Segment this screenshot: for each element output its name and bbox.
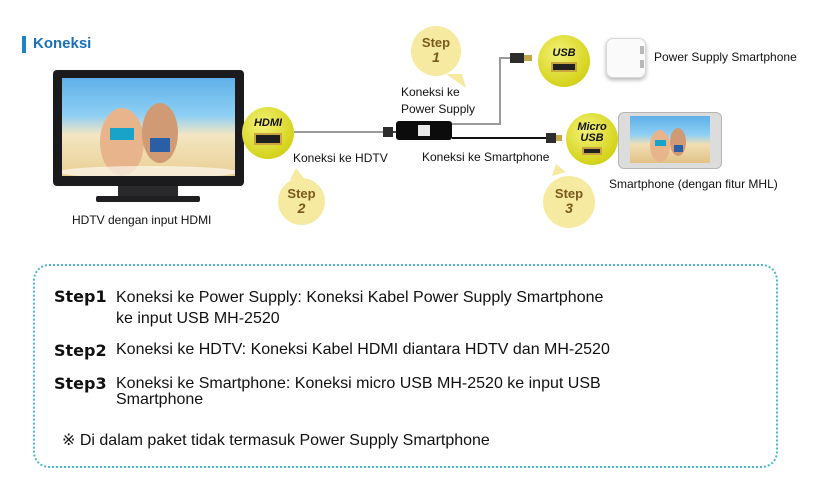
step1-instruction-line1: Koneksi ke Power Supply: Koneksi Kabel P…	[116, 289, 604, 306]
step3-instruction: Koneksi ke Smartphone: Koneksi micro USB…	[116, 376, 601, 408]
smartphone-caption: Smartphone (dengan fitur MHL)	[609, 177, 778, 191]
smartphone-connection-label: Koneksi ke Smartphone	[422, 150, 550, 164]
hdmi-port-icon	[254, 133, 282, 145]
power-adapter-icon	[606, 38, 646, 78]
tv-stand	[118, 186, 178, 196]
instructions-box	[33, 264, 778, 468]
power-supply-connection-label: Koneksi ke Power Supply	[401, 84, 475, 118]
hdmi-port-circle: HDMI	[242, 107, 294, 159]
charger-prong-bottom	[640, 60, 644, 68]
step3-instruction-line2: Smartphone	[116, 391, 204, 408]
hdtv-connection-label: Koneksi ke HDTV	[293, 151, 388, 165]
beach-scene	[62, 103, 235, 176]
hdtv-caption: HDTV dengan input HDMI	[72, 213, 212, 227]
power-cable	[452, 57, 510, 125]
step3-instruction-line1: Koneksi ke Smartphone: Koneksi micro USB…	[116, 375, 601, 392]
usb-port-circle: USB	[538, 35, 590, 87]
step1-pointer	[446, 74, 466, 88]
step2-pointer	[290, 168, 304, 180]
step1-badge: Step 1	[411, 26, 461, 76]
charger-prong-top	[640, 46, 644, 54]
package-note: ※ Di dalam paket tidak termasuk Power Su…	[62, 432, 490, 449]
section-title: Koneksi	[33, 35, 92, 52]
tv-screen-image	[62, 78, 235, 176]
step1-number: 1	[432, 49, 440, 65]
step2-word: Step	[287, 186, 316, 201]
step3-word: Step	[554, 186, 584, 201]
usb-plug	[510, 53, 524, 63]
usb-label: USB	[552, 47, 576, 59]
micro-usb-plug	[546, 133, 556, 143]
power-supply-caption: Power Supply Smartphone	[654, 50, 797, 64]
step2-tag: Step2	[54, 341, 107, 360]
adapter-logo-icon	[418, 125, 430, 136]
power-label-line2: Power Supply	[401, 102, 476, 116]
step1-instruction: Koneksi ke Power Supply: Koneksi Kabel P…	[116, 289, 603, 328]
hdmi-label: HDMI	[253, 117, 283, 129]
title-accent-bar	[22, 36, 26, 53]
micro-usb-port-icon	[582, 147, 602, 155]
tv-base	[96, 196, 200, 202]
step2-instruction: Koneksi ke HDTV: Koneksi Kabel HDMI dian…	[116, 341, 610, 358]
phone-screen-image	[630, 116, 710, 163]
usb-port-icon	[551, 62, 577, 72]
power-label-line1: Koneksi ke	[401, 85, 460, 99]
step3-pointer	[552, 164, 566, 176]
step1-word: Step	[421, 35, 451, 50]
hdmi-plug	[383, 127, 393, 137]
step1-instruction-line2: ke input USB MH-2520	[116, 310, 280, 327]
step2-badge: Step 2	[278, 178, 325, 225]
micro-usb-label-2: USB	[580, 132, 604, 144]
step2-number: 2	[297, 200, 306, 216]
step1-tag: Step1	[54, 287, 107, 306]
phone-beach-scene	[650, 128, 686, 162]
step3-number: 3	[565, 200, 573, 216]
micro-usb-port-circle: Micro USB	[566, 113, 618, 165]
step3-badge: Step 3	[543, 176, 595, 228]
micro-usb-label-1: Micro	[577, 121, 607, 133]
step3-tag: Step3	[54, 374, 107, 393]
